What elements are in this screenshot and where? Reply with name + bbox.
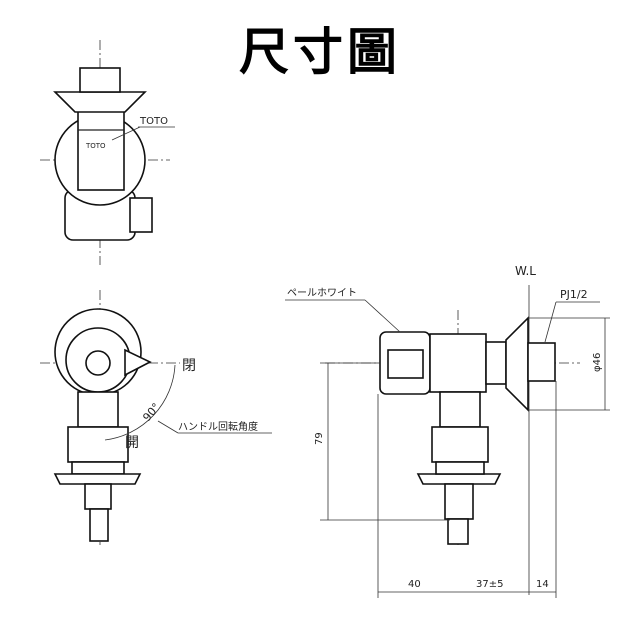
height-dim: 79 xyxy=(314,432,325,445)
thread-label: PJ1/2 xyxy=(560,288,588,301)
dim-37: 37±5 xyxy=(476,579,503,590)
logo-text: TOTO xyxy=(85,142,106,150)
handle-note: ハンドル回転角度 xyxy=(178,420,258,433)
dim-14: 14 xyxy=(536,579,549,590)
closed-label: 閉 xyxy=(182,358,196,374)
top-view: TOTO TOTO xyxy=(40,40,175,265)
side-view: 閉 開 90° ハンドル回転角度 xyxy=(40,290,272,545)
dim-40: 40 xyxy=(408,579,421,590)
front-view: W.L ペールホワイト PJ1/2 φ46 79 40 37±5 14 xyxy=(285,264,610,598)
diameter-label: φ46 xyxy=(592,353,603,372)
wl-label: W.L xyxy=(515,264,536,278)
angle-label: 90° xyxy=(140,401,162,424)
brand-label: TOTO xyxy=(139,116,168,127)
page-title: 尺寸圖 xyxy=(239,23,401,81)
open-label: 開 xyxy=(125,435,139,451)
color-note: ペールホワイト xyxy=(287,287,357,299)
